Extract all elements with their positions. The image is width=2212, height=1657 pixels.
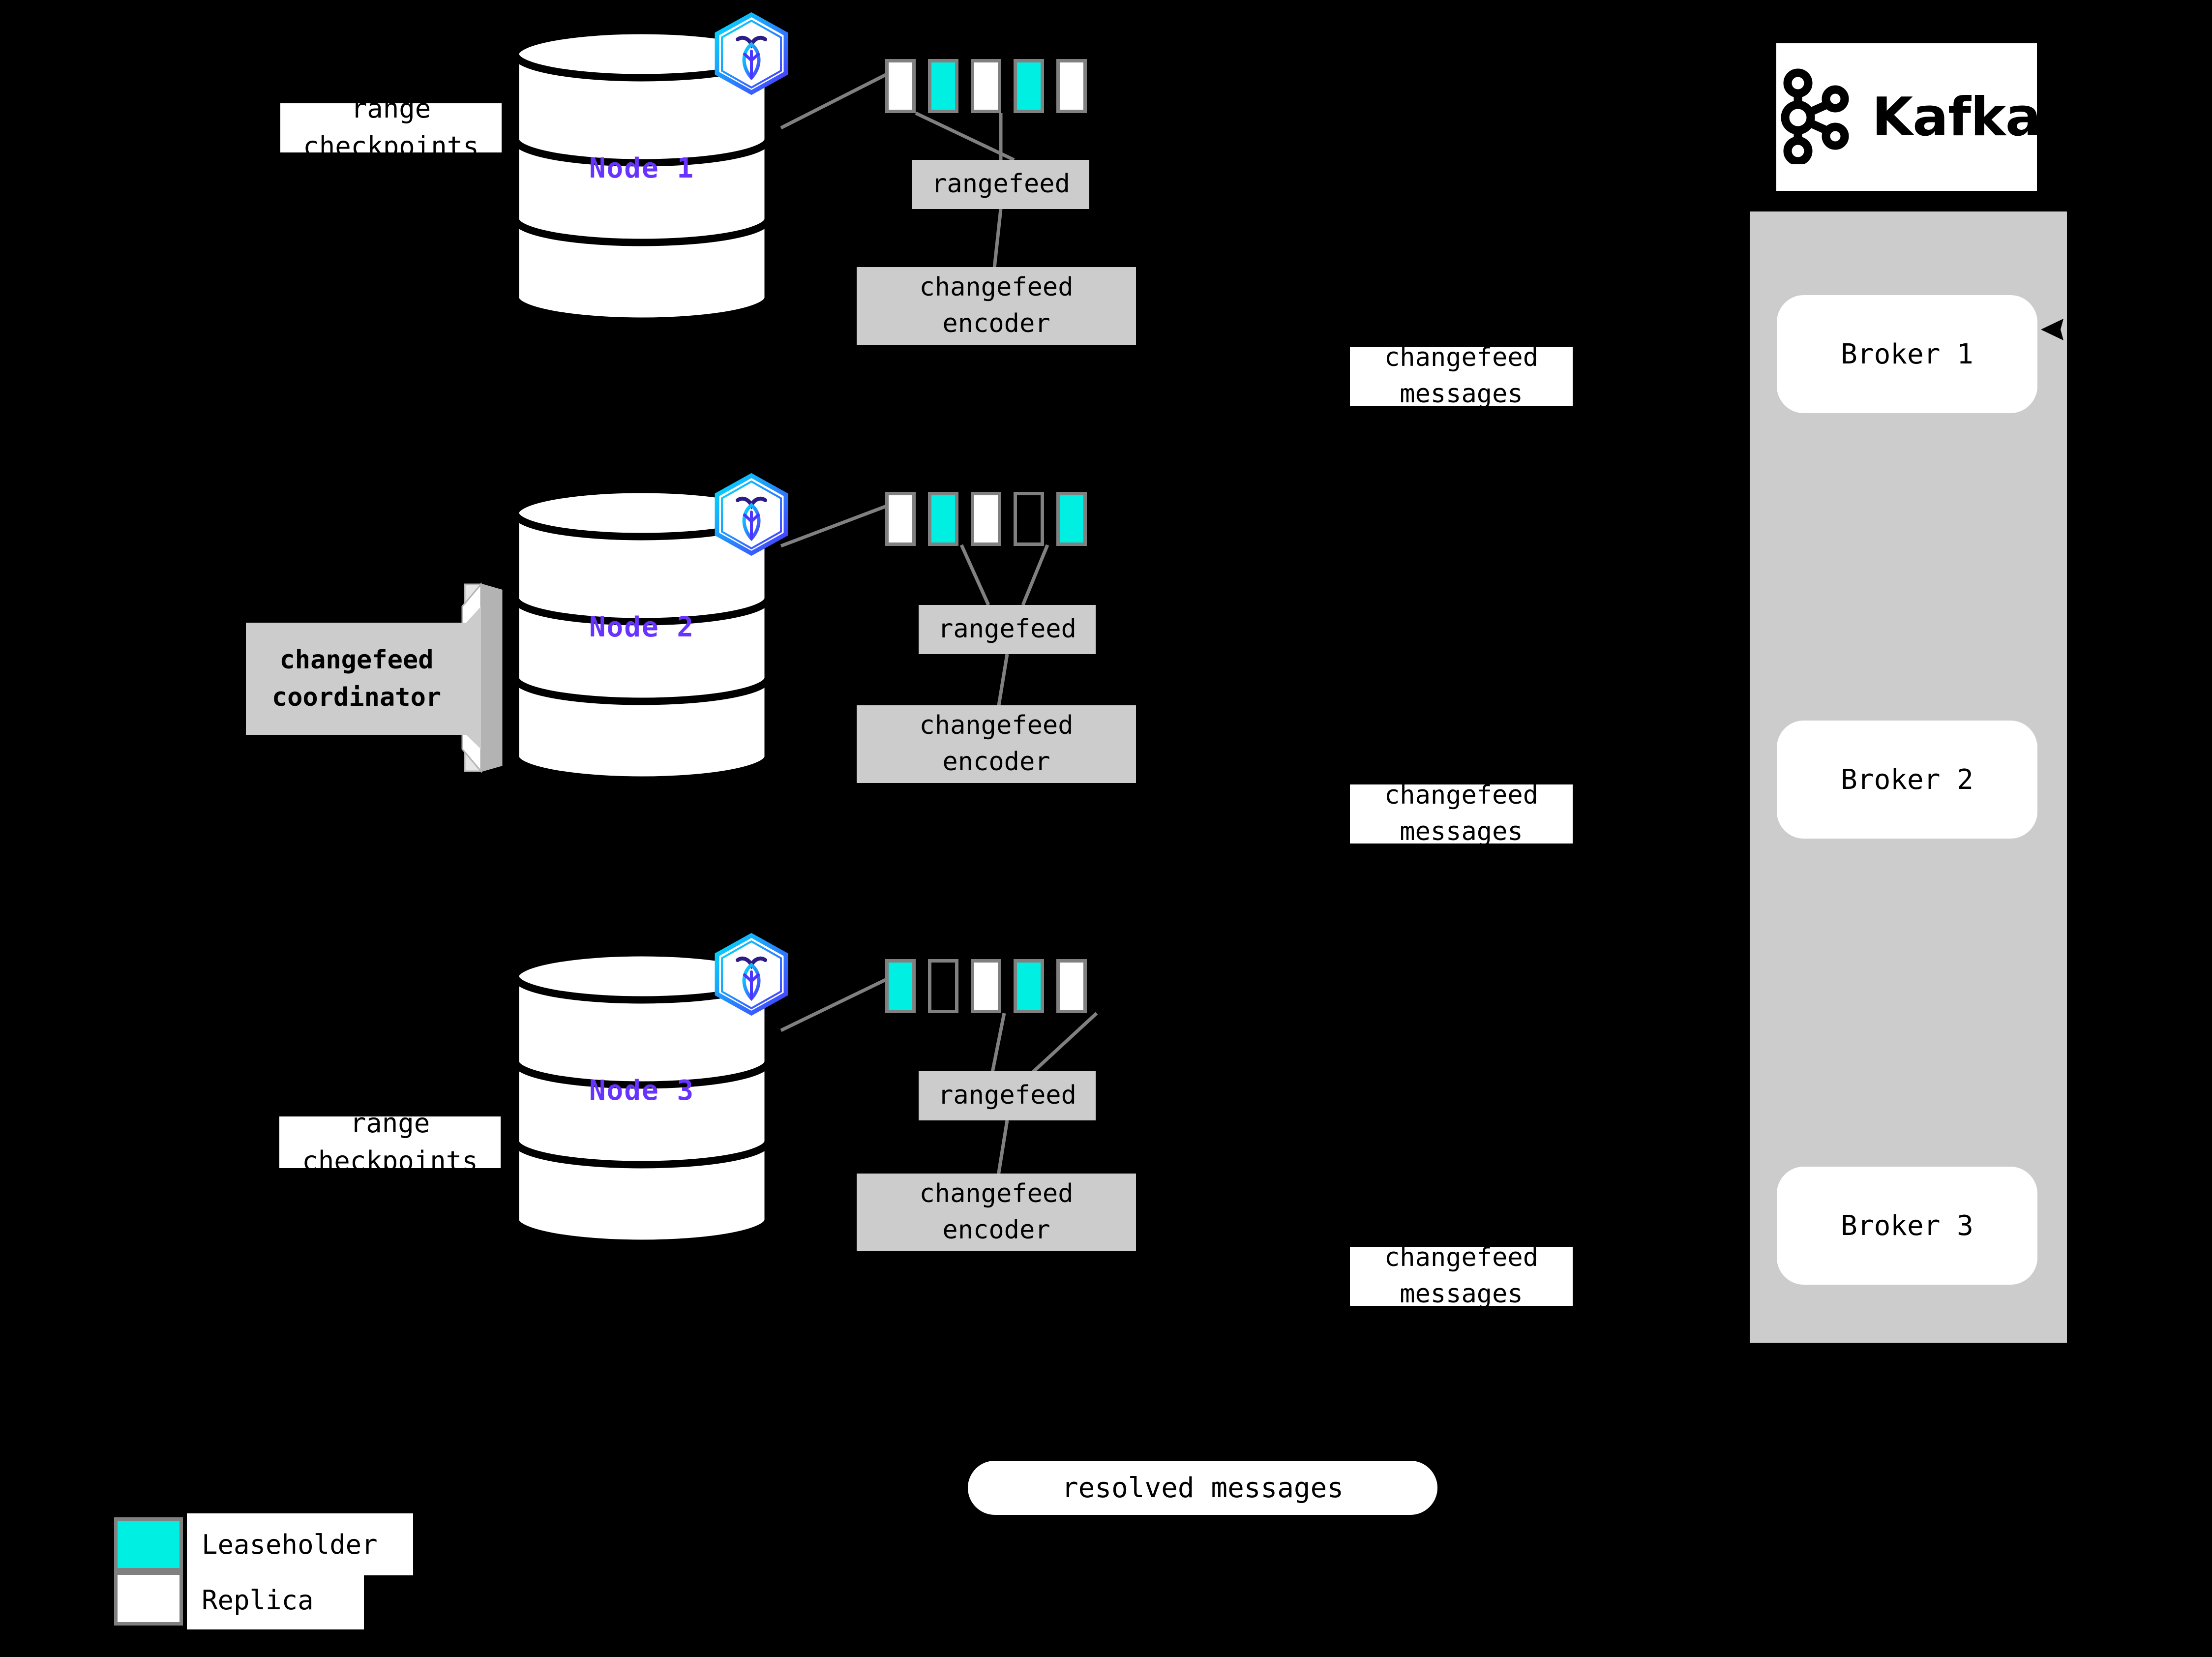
range-cell-empty[interactable]: [928, 959, 958, 1013]
node-1-database-cylinder: Node 1: [511, 27, 772, 325]
range-cell-leaseholder[interactable]: [1014, 959, 1044, 1013]
coordinator-line-2: coordinator: [271, 682, 442, 712]
rangefeed-label: rangefeed: [938, 1081, 1076, 1111]
node-3-changefeed-encoder-box[interactable]: changefeed encoder: [857, 1174, 1136, 1251]
node-1-ranges: [885, 59, 1087, 113]
cockroachdb-logo-icon: [707, 930, 796, 1023]
label-line-1: range: [350, 1107, 430, 1139]
rangefeed-label: rangefeed: [931, 169, 1070, 199]
range-cell-replica[interactable]: [885, 492, 916, 546]
resolved-messages-label: resolved messages: [1061, 1472, 1344, 1504]
node-3-ranges: [885, 959, 1087, 1013]
node-1-range-checkpoints-label: range checkpoints: [280, 93, 502, 162]
encoder-line-2: encoder: [942, 1215, 1050, 1245]
cockroachdb-logo-icon: [707, 470, 796, 563]
node-3-rangefeed-box[interactable]: rangefeed: [919, 1071, 1096, 1120]
node-1-rangefeed-box[interactable]: rangefeed: [912, 160, 1089, 209]
node-1-changefeed-encoder-box[interactable]: changefeed encoder: [857, 267, 1136, 345]
resolved-messages-pill[interactable]: resolved messages: [968, 1461, 1437, 1515]
cockroachdb-logo-icon: [707, 9, 796, 102]
node-3-range-checkpoints-label: range checkpoints: [279, 1108, 501, 1176]
encoder-line-2: encoder: [942, 747, 1050, 777]
kafka-broker-2[interactable]: Broker 2: [1777, 721, 2037, 839]
encoder-line-1: changefeed: [919, 711, 1074, 741]
broker-label: Broker 2: [1841, 763, 1973, 796]
legend-text: Replica: [202, 1584, 314, 1616]
node-2-ranges: [885, 492, 1087, 546]
range-cell-leaseholder[interactable]: [928, 492, 958, 546]
kafka-logo-box: Kafka: [1776, 43, 2041, 191]
range-cell-replica[interactable]: [971, 959, 1001, 1013]
range-cell-leaseholder[interactable]: [885, 959, 916, 1013]
node-3-changefeed-messages-label: changefeed messages: [1350, 1243, 1573, 1309]
node-2-changefeed-messages-label: changefeed messages: [1350, 781, 1573, 846]
broker-label: Broker 1: [1841, 338, 1973, 370]
node-2-label: Node 2: [589, 611, 695, 643]
messages-line-1: changefeed: [1384, 343, 1539, 373]
node-3-database-cylinder: Node 3: [511, 949, 772, 1247]
label-line-2: checkpoints: [302, 1145, 478, 1176]
coordinator-line-1: changefeed: [279, 645, 434, 675]
messages-line-2: messages: [1400, 379, 1523, 409]
node-2-database-cylinder: Node 2: [511, 486, 772, 783]
legend-text: Leaseholder: [202, 1529, 378, 1560]
kafka-wordmark: Kafka: [1872, 86, 2041, 148]
label-line-1: range: [351, 93, 431, 124]
kafka-broker-1[interactable]: Broker 1: [1777, 295, 2037, 413]
range-cell-replica[interactable]: [885, 59, 916, 113]
kafka-inbound-arrowheads: [2041, 319, 2063, 340]
encoder-line-2: encoder: [942, 309, 1050, 338]
kafka-broker-3[interactable]: Broker 3: [1777, 1167, 2037, 1285]
broker-label: Broker 3: [1841, 1209, 1973, 1242]
changefeed-coordinator-callout[interactable]: changefeed coordinator: [246, 579, 507, 776]
messages-line-2: messages: [1400, 817, 1523, 846]
encoder-line-1: changefeed: [919, 1179, 1074, 1209]
rangefeed-label: rangefeed: [938, 614, 1076, 644]
encoder-line-1: changefeed: [919, 272, 1074, 302]
node-2-changefeed-encoder-box[interactable]: changefeed encoder: [857, 705, 1136, 783]
range-cell-replica[interactable]: [971, 492, 1001, 546]
messages-line-1: changefeed: [1384, 1243, 1539, 1273]
range-cell-leaseholder[interactable]: [1014, 59, 1044, 113]
node-1-label: Node 1: [589, 152, 695, 184]
range-cell-leaseholder[interactable]: [928, 59, 958, 113]
label-line-2: checkpoints: [303, 131, 479, 162]
legend-swatch-replica: [114, 1571, 183, 1626]
range-cell-replica[interactable]: [971, 59, 1001, 113]
node-1-changefeed-messages-label: changefeed messages: [1350, 343, 1573, 409]
range-cell-replica[interactable]: [1056, 59, 1087, 113]
legend-label-leaseholder: Leaseholder: [187, 1513, 413, 1575]
messages-line-2: messages: [1400, 1279, 1523, 1309]
range-cell-leaseholder[interactable]: [1056, 492, 1087, 546]
range-cell-replica[interactable]: [1056, 959, 1087, 1013]
range-cell-empty[interactable]: [1014, 492, 1044, 546]
messages-line-1: changefeed: [1384, 781, 1539, 811]
changefeed-coordinator-text: changefeed coordinator: [246, 614, 467, 744]
legend: Leaseholder Replica: [114, 1513, 419, 1630]
kafka-logo-icon: [1772, 68, 1861, 166]
node-2-rangefeed-box[interactable]: rangefeed: [919, 605, 1096, 654]
legend-swatch-leaseholder: [114, 1517, 183, 1571]
node-3-label: Node 3: [589, 1075, 695, 1107]
legend-label-replica: Replica: [187, 1570, 364, 1629]
